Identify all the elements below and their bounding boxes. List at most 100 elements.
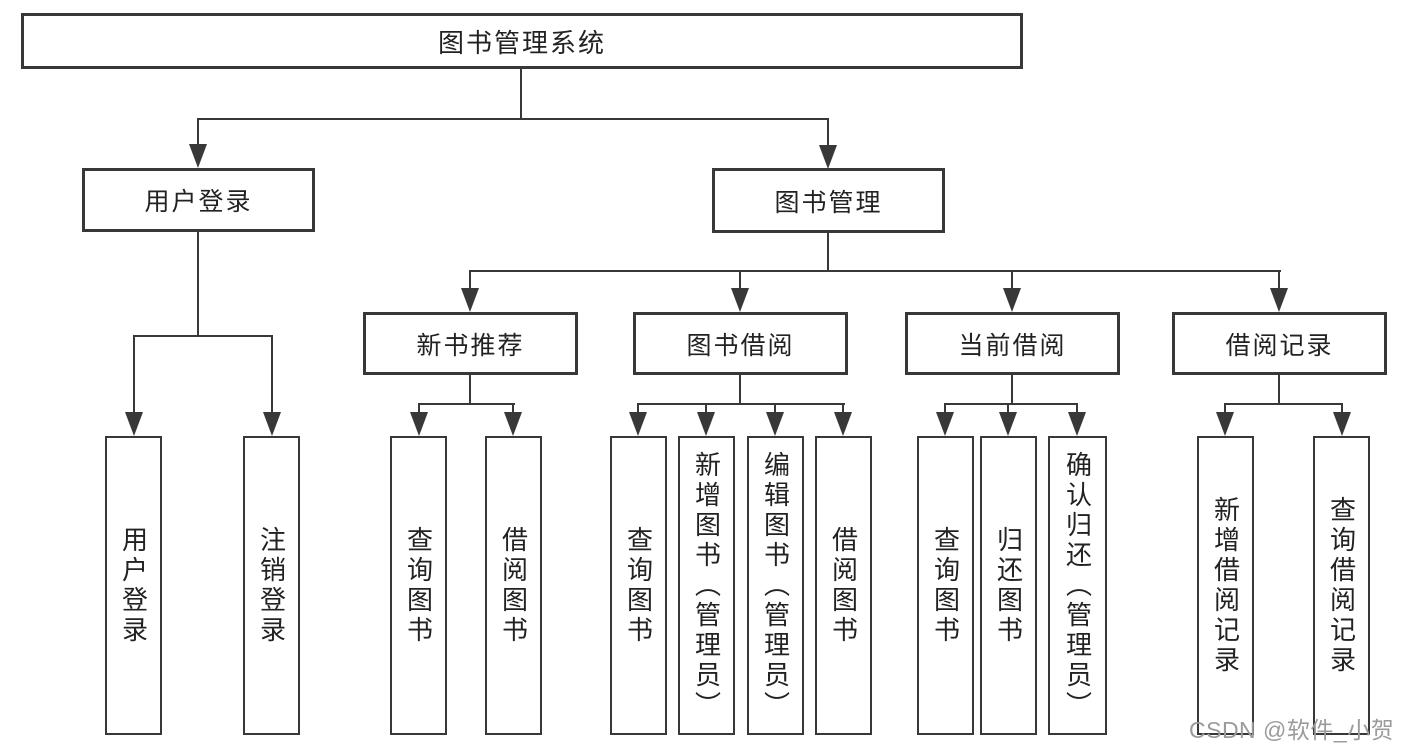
down-arrow (731, 270, 749, 312)
down-arrow (999, 403, 1017, 436)
node-library-system: 图书管理系统 (21, 13, 1023, 69)
arrow-stem (418, 403, 420, 420)
node-current-borrowing: 当前借阅 (905, 312, 1120, 375)
arrow-stem (1011, 270, 1013, 296)
down-arrow (697, 403, 715, 436)
leaf-query-borrow-record: 查询借阅记录 (1313, 436, 1370, 735)
arrowhead-icon (629, 412, 647, 436)
node-book-borrowing-label: 图书借阅 (686, 331, 795, 360)
leaf-return-books: 归还图书 (980, 436, 1037, 735)
connector-current-stem (1011, 375, 1013, 405)
arrowhead-icon (834, 412, 852, 436)
arrow-stem (827, 118, 829, 153)
connector-book-management-stem (827, 233, 829, 272)
node-book-borrowing: 图书借阅 (633, 312, 848, 375)
down-arrow (766, 403, 784, 436)
arrowhead-icon (125, 412, 143, 436)
arrowhead-icon (731, 288, 749, 312)
down-arrow (834, 403, 852, 436)
down-arrow (504, 403, 522, 436)
node-user-login-label: 用户登录 (144, 188, 253, 216)
arrowhead-icon (1068, 412, 1086, 436)
node-current-borrowing-label: 当前借阅 (958, 331, 1067, 360)
down-arrow (1270, 270, 1288, 312)
leaf-query-books-recommend-label: 查询图书 (403, 525, 434, 646)
arrow-stem (1007, 403, 1009, 420)
arrow-stem (842, 403, 844, 420)
leaf-edit-books-admin-label: 编辑图书（管理员） (760, 450, 791, 721)
connector-recommend-stem (469, 375, 471, 405)
leaf-add-books-admin-label: 新增图书（管理员） (691, 450, 722, 721)
leaf-query-books-recommend: 查询图书 (390, 436, 447, 735)
down-arrow (1333, 403, 1351, 436)
connector-user-login-stem (197, 232, 199, 337)
node-book-management: 图书管理 (712, 168, 945, 233)
leaf-user-login: 用户登录 (105, 436, 162, 735)
arrow-stem (705, 403, 707, 420)
arrow-stem (1224, 403, 1226, 420)
down-arrow (1003, 270, 1021, 312)
connector-records-bar (1224, 403, 1343, 405)
node-new-book-recommendation: 新书推荐 (363, 312, 578, 375)
arrowhead-icon (936, 412, 954, 436)
arrow-stem (197, 118, 199, 152)
arrowhead-icon (461, 288, 479, 312)
node-user-login: 用户登录 (82, 168, 315, 232)
arrowhead-icon (504, 412, 522, 436)
connector-borrowing-bar (637, 403, 845, 405)
connector-level1-bar (197, 118, 829, 120)
arrow-stem (512, 403, 514, 420)
leaf-confirm-return-admin: 确认归还（管理员） (1048, 436, 1107, 735)
node-library-system-label: 图书管理系统 (437, 27, 606, 58)
leaf-logout: 注销登录 (243, 436, 300, 735)
connector-current-bar (944, 403, 1078, 405)
node-new-book-recommendation-label: 新书推荐 (416, 331, 525, 360)
leaf-return-books-label: 归还图书 (993, 525, 1024, 646)
node-borrowing-records: 借阅记录 (1172, 312, 1387, 375)
arrowhead-icon (697, 412, 715, 436)
leaf-logout-label: 注销登录 (256, 525, 287, 646)
leaf-query-books-borrowing-label: 查询图书 (623, 525, 654, 646)
down-arrow (410, 403, 428, 436)
arrowhead-icon (1333, 412, 1351, 436)
down-arrow (629, 403, 647, 436)
leaf-add-borrow-record-label: 新增借阅记录 (1210, 495, 1241, 676)
arrow-stem (1076, 403, 1078, 420)
down-arrow (263, 335, 281, 436)
arrowhead-icon (1270, 288, 1288, 312)
arrow-stem (944, 403, 946, 420)
leaf-borrow-books-borrowing: 借阅图书 (815, 436, 872, 735)
leaf-borrow-books-recommend-label: 借阅图书 (498, 525, 529, 646)
connector-user-login-bar (133, 335, 273, 337)
arrowhead-icon (410, 412, 428, 436)
down-arrow (189, 118, 207, 168)
connector-recommend-bar (418, 403, 515, 405)
down-arrow (125, 335, 143, 436)
arrowhead-icon (189, 144, 207, 168)
node-book-management-label: 图书管理 (774, 188, 883, 217)
arrow-stem (469, 270, 471, 296)
connector-root-stem (520, 69, 522, 120)
leaf-user-login-label: 用户登录 (118, 525, 149, 646)
leaf-confirm-return-admin-label: 确认归还（管理员） (1062, 450, 1093, 721)
connector-records-stem (1278, 375, 1280, 405)
leaf-edit-books-admin: 编辑图书（管理员） (747, 436, 804, 735)
arrowhead-icon (999, 412, 1017, 436)
leaf-query-books-current-label: 查询图书 (930, 525, 961, 646)
down-arrow (461, 270, 479, 312)
leaf-query-borrow-record-label: 查询借阅记录 (1326, 495, 1357, 676)
arrow-stem (133, 335, 135, 420)
arrowhead-icon (819, 145, 837, 169)
arrow-stem (1278, 270, 1280, 296)
leaf-query-books-borrowing: 查询图书 (610, 436, 667, 735)
down-arrow (936, 403, 954, 436)
arrowhead-icon (766, 412, 784, 436)
watermark: CSDN @软件_小贺同学 (1189, 717, 1395, 743)
leaf-borrow-books-recommend: 借阅图书 (485, 436, 542, 735)
arrow-stem (637, 403, 639, 420)
arrow-stem (1341, 403, 1343, 420)
arrowhead-icon (1216, 412, 1234, 436)
arrowhead-icon (1003, 288, 1021, 312)
arrow-stem (774, 403, 776, 420)
